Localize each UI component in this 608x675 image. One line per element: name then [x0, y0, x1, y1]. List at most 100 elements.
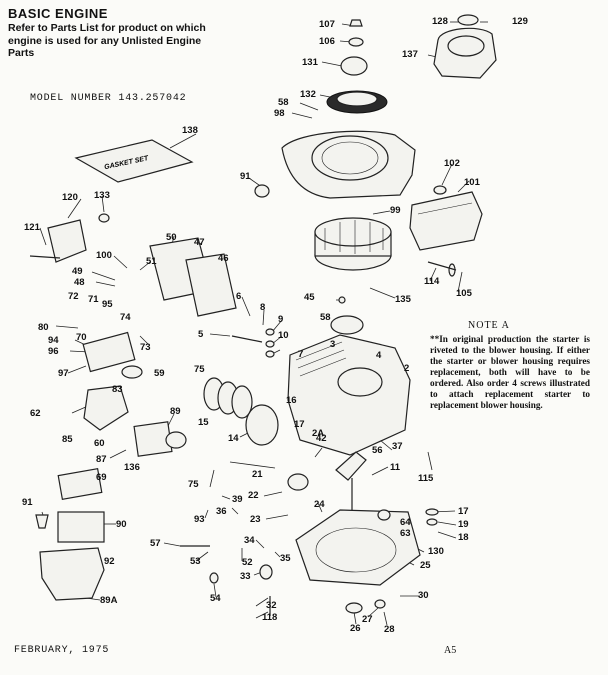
callout-label: 51	[146, 256, 157, 267]
callout-label: 63	[400, 528, 411, 539]
callout-label: 70	[76, 332, 87, 343]
callout-label: 52	[242, 557, 253, 568]
callout-label: 60	[94, 438, 105, 449]
callout-label: 80	[38, 322, 49, 333]
callout-label: 107	[319, 19, 335, 30]
callout-label: 27	[362, 614, 373, 625]
callout-label: 37	[392, 441, 403, 452]
callout-label: 2	[404, 363, 409, 374]
callout-label: 34	[244, 535, 255, 546]
callout-label: 93	[194, 514, 205, 525]
callout-label: 129	[512, 16, 528, 27]
note-body: **In original production the starter is …	[430, 334, 590, 410]
diagram-subtitle: Refer to Parts List for product on which…	[8, 22, 206, 59]
callout-label: 135	[395, 294, 412, 305]
callout-label: 133	[94, 190, 110, 201]
callout-label: 90	[116, 519, 127, 530]
leader-lines	[39, 21, 488, 626]
callout-label: 131	[302, 57, 319, 68]
callout-label: 105	[456, 288, 473, 299]
callout-label: 39	[232, 494, 243, 505]
callout-label: 89A	[100, 595, 118, 606]
callout-label: 23	[250, 514, 261, 525]
callout-label: 100	[96, 250, 112, 261]
callout-label: 26	[350, 623, 361, 634]
callout-label: 92	[104, 556, 115, 567]
callout-label: 35	[280, 553, 291, 564]
air-cleaner	[35, 468, 105, 601]
callout-label: 28	[384, 624, 395, 635]
intake-manifold	[47, 219, 237, 317]
callout-label: 7	[298, 349, 303, 360]
callout-label: 58	[278, 97, 289, 108]
callout-label: 72	[68, 291, 79, 302]
callout-label: 97	[58, 368, 69, 379]
callout-label: 96	[48, 346, 59, 357]
callout-label: 33	[240, 571, 251, 582]
callout-label: 89	[170, 406, 181, 417]
callout-label: 95	[102, 299, 113, 310]
callout-label: 25	[420, 560, 431, 571]
callout-label: 15	[198, 417, 209, 428]
callout-label: 75	[194, 364, 205, 375]
callout-label: 91	[22, 497, 33, 508]
gasket-set: GASKET SET	[74, 139, 194, 183]
callout-label: 21	[252, 469, 263, 480]
callout-label: 71	[88, 294, 99, 305]
callout-label: 53	[190, 556, 201, 567]
callout-label: 102	[444, 158, 460, 169]
callout-label: 62	[30, 408, 41, 419]
callout-label: 83	[112, 384, 123, 395]
rewind-starter	[326, 19, 388, 114]
callout-label: 94	[48, 335, 59, 346]
callout-label: 4	[376, 350, 382, 361]
callout-label: 101	[464, 177, 481, 188]
callout-label: 54	[210, 593, 221, 604]
callout-label: 17	[458, 506, 469, 517]
model-number: MODEL NUMBER 143.257042	[30, 93, 187, 104]
callout-label: 42	[316, 433, 327, 444]
callout-label: 18	[458, 532, 469, 543]
callout-label: 24	[314, 499, 325, 510]
callout-label: 114	[424, 276, 440, 287]
callout-label: 6	[236, 291, 241, 302]
cylinder-block	[287, 334, 411, 456]
callout-label: 10	[278, 330, 289, 341]
callout-label: 69	[96, 472, 107, 483]
callout-label: 17	[294, 419, 305, 430]
callout-label: 48	[74, 277, 85, 288]
callout-label: 47	[194, 237, 205, 248]
callout-label: 74	[120, 312, 131, 323]
blower-housing	[281, 130, 416, 199]
callout-label: 87	[96, 454, 107, 465]
callout-label: 136	[124, 462, 140, 473]
crankshaft	[287, 451, 367, 520]
callout-label: 99	[390, 205, 401, 216]
callout-label: 49	[72, 266, 83, 277]
small-parts	[29, 184, 457, 616]
callout-label: 5	[198, 329, 204, 340]
callout-label: 2A	[312, 428, 324, 439]
callout-label: 36	[216, 506, 227, 517]
starter-cup-137	[433, 14, 497, 79]
callout-label: 14	[228, 433, 239, 444]
callout-label: 85	[62, 434, 73, 445]
crankcase-base	[295, 509, 421, 586]
callout-label: 137	[402, 49, 418, 60]
callout-label: 118	[262, 612, 277, 623]
callout-label: 91	[240, 171, 251, 182]
callout-label: 16	[286, 395, 297, 406]
callout-label: 46	[218, 253, 229, 264]
callout-label: 9	[278, 314, 283, 325]
callout-label: 115	[418, 473, 434, 484]
callout-label: 8	[260, 302, 265, 313]
callout-label: 120	[62, 192, 78, 203]
callout-label: 64	[400, 517, 411, 528]
callout-label: 19	[458, 519, 469, 530]
muffler	[409, 185, 483, 251]
callout-label: 50	[166, 232, 177, 243]
piston	[203, 377, 279, 446]
